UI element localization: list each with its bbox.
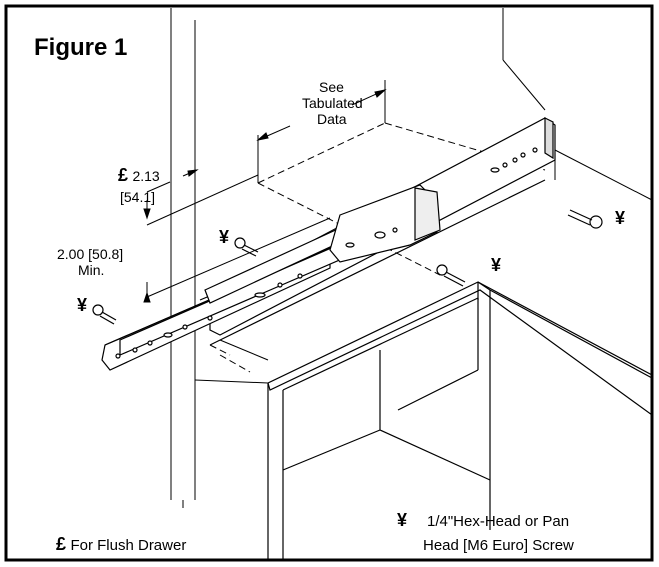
dimension-lines: [143, 80, 387, 303]
cabinet-side-panel: [170, 8, 196, 508]
tabulated-label-line-1: See: [319, 79, 344, 95]
legend-flush: £ For Flush Drawer: [56, 534, 186, 555]
tabulated-label-line-2: Tabulated: [302, 95, 363, 111]
screw-front-upper: [234, 237, 259, 257]
drawer-box: [267, 281, 653, 560]
flush-metric: [54.1]: [120, 189, 156, 205]
flush-symbol: £: [118, 165, 129, 185]
screw-callout-rear-lower: ¥: [491, 255, 502, 275]
cabinet-back-wall: [502, 8, 653, 201]
screw-callout-rear-right: ¥: [615, 208, 626, 228]
legend-flush-symbol: £: [56, 534, 67, 554]
figure-border: [4, 4, 654, 562]
screw-front-left: [92, 304, 117, 325]
legend-screw-symbol: ¥: [397, 510, 408, 530]
screw-rear-lower: [436, 264, 466, 287]
flush-value: 2.13: [132, 168, 160, 184]
figure-title: Figure 1: [34, 34, 128, 61]
cabinet-floor-lines: [194, 339, 269, 384]
flush-dimension: £ 2.13: [118, 165, 160, 186]
tabulated-label-line-3: Data: [317, 111, 347, 127]
screw-rear-right: [567, 209, 603, 229]
screw-callout-front-left: ¥: [77, 295, 88, 315]
drawer-slide: [101, 117, 556, 371]
legend-screw-line-1: 1/4"Hex-Head or Pan: [427, 513, 570, 530]
legend-screw-line-2: Head [M6 Euro] Screw: [423, 537, 574, 554]
legend-flush-text: For Flush Drawer: [70, 537, 187, 554]
min-dimension-value: 2.00 [50.8]: [57, 246, 124, 262]
screw-callout-front-upper: ¥: [219, 227, 230, 247]
min-dimension-label: Min.: [78, 262, 105, 278]
